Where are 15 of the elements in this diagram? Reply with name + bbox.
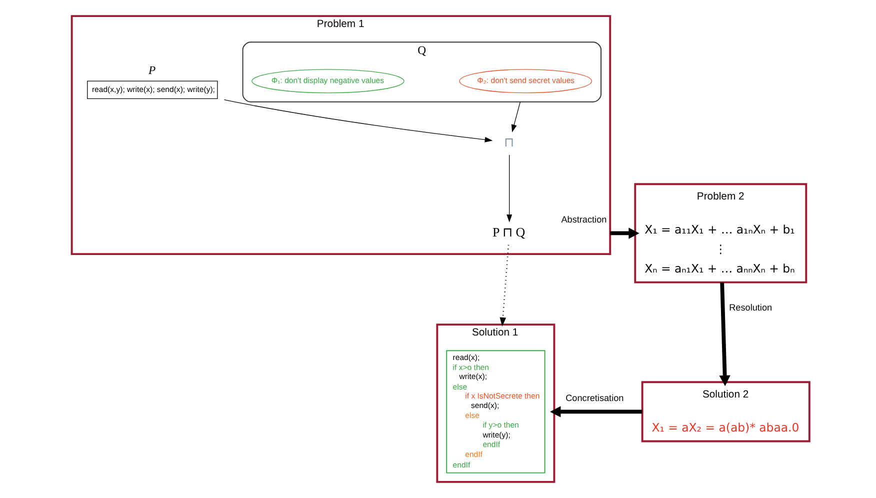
arrow xyxy=(506,154,512,222)
arrow xyxy=(224,99,493,142)
arrow xyxy=(719,282,730,386)
arrow xyxy=(511,102,521,132)
node-label: P xyxy=(148,64,156,78)
edge-label: Concretisation xyxy=(566,393,624,404)
edge-label: Resolution xyxy=(729,302,772,313)
arrow xyxy=(500,244,510,327)
node-box: Solution 2 X₁ = aX₂ = a(ab)* abaa.0 xyxy=(641,381,810,442)
arrow xyxy=(550,406,642,418)
node-box: Problem 2 X₁ = a₁₁X₁ + … a₁ₙXₙ + b₁ ⋮ Xₙ = aₙ₁X₁ + … aₙₙXₙ + bₙ xyxy=(634,183,808,284)
node-text: ⊓ xyxy=(504,134,514,150)
arrow xyxy=(610,228,640,239)
node-text: P ⊓ Q xyxy=(492,224,526,240)
edge-label: Abstraction xyxy=(561,214,607,225)
